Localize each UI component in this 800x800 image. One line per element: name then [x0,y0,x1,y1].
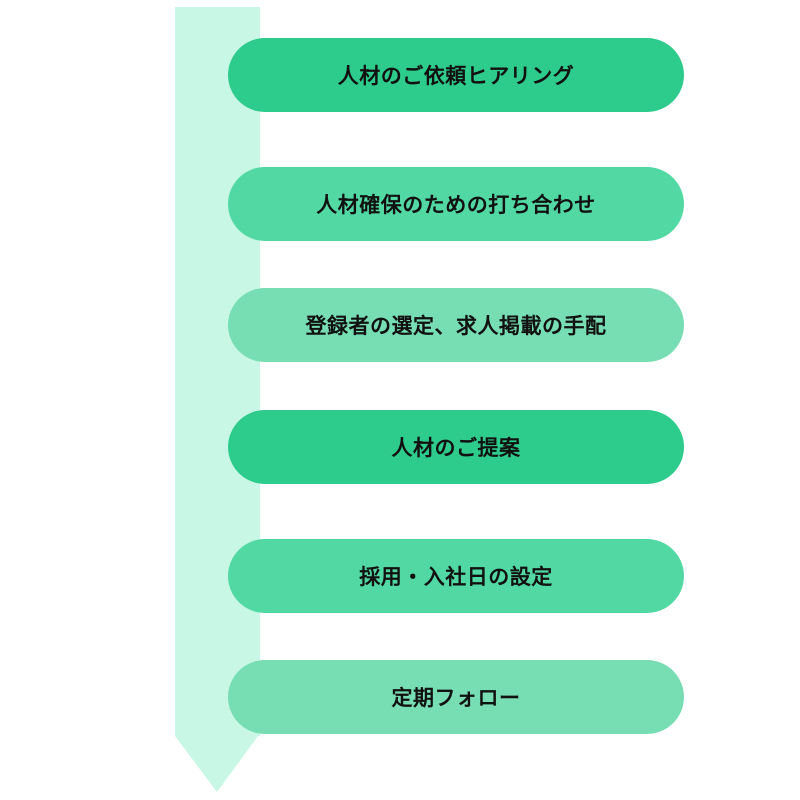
step-6: 定期フォロー [228,660,684,734]
step-2: 人材確保のための打ち合わせ [228,167,684,241]
step-4: 人材のご提案 [228,410,684,484]
step-1: 人材のご依頼ヒアリング [228,38,684,112]
step-2-label: 人材確保のための打ち合わせ [316,193,596,217]
step-4-label: 人材のご提案 [391,436,521,460]
step-6-label: 定期フォロー [391,686,521,710]
step-5: 採用・入社日の設定 [228,539,684,613]
step-3-label: 登録者の選定、求人掲載の手配 [305,314,607,338]
step-1-label: 人材のご依頼ヒアリング [337,64,575,88]
step-3: 登録者の選定、求人掲載の手配 [228,288,684,362]
step-5-label: 採用・入社日の設定 [359,565,553,589]
